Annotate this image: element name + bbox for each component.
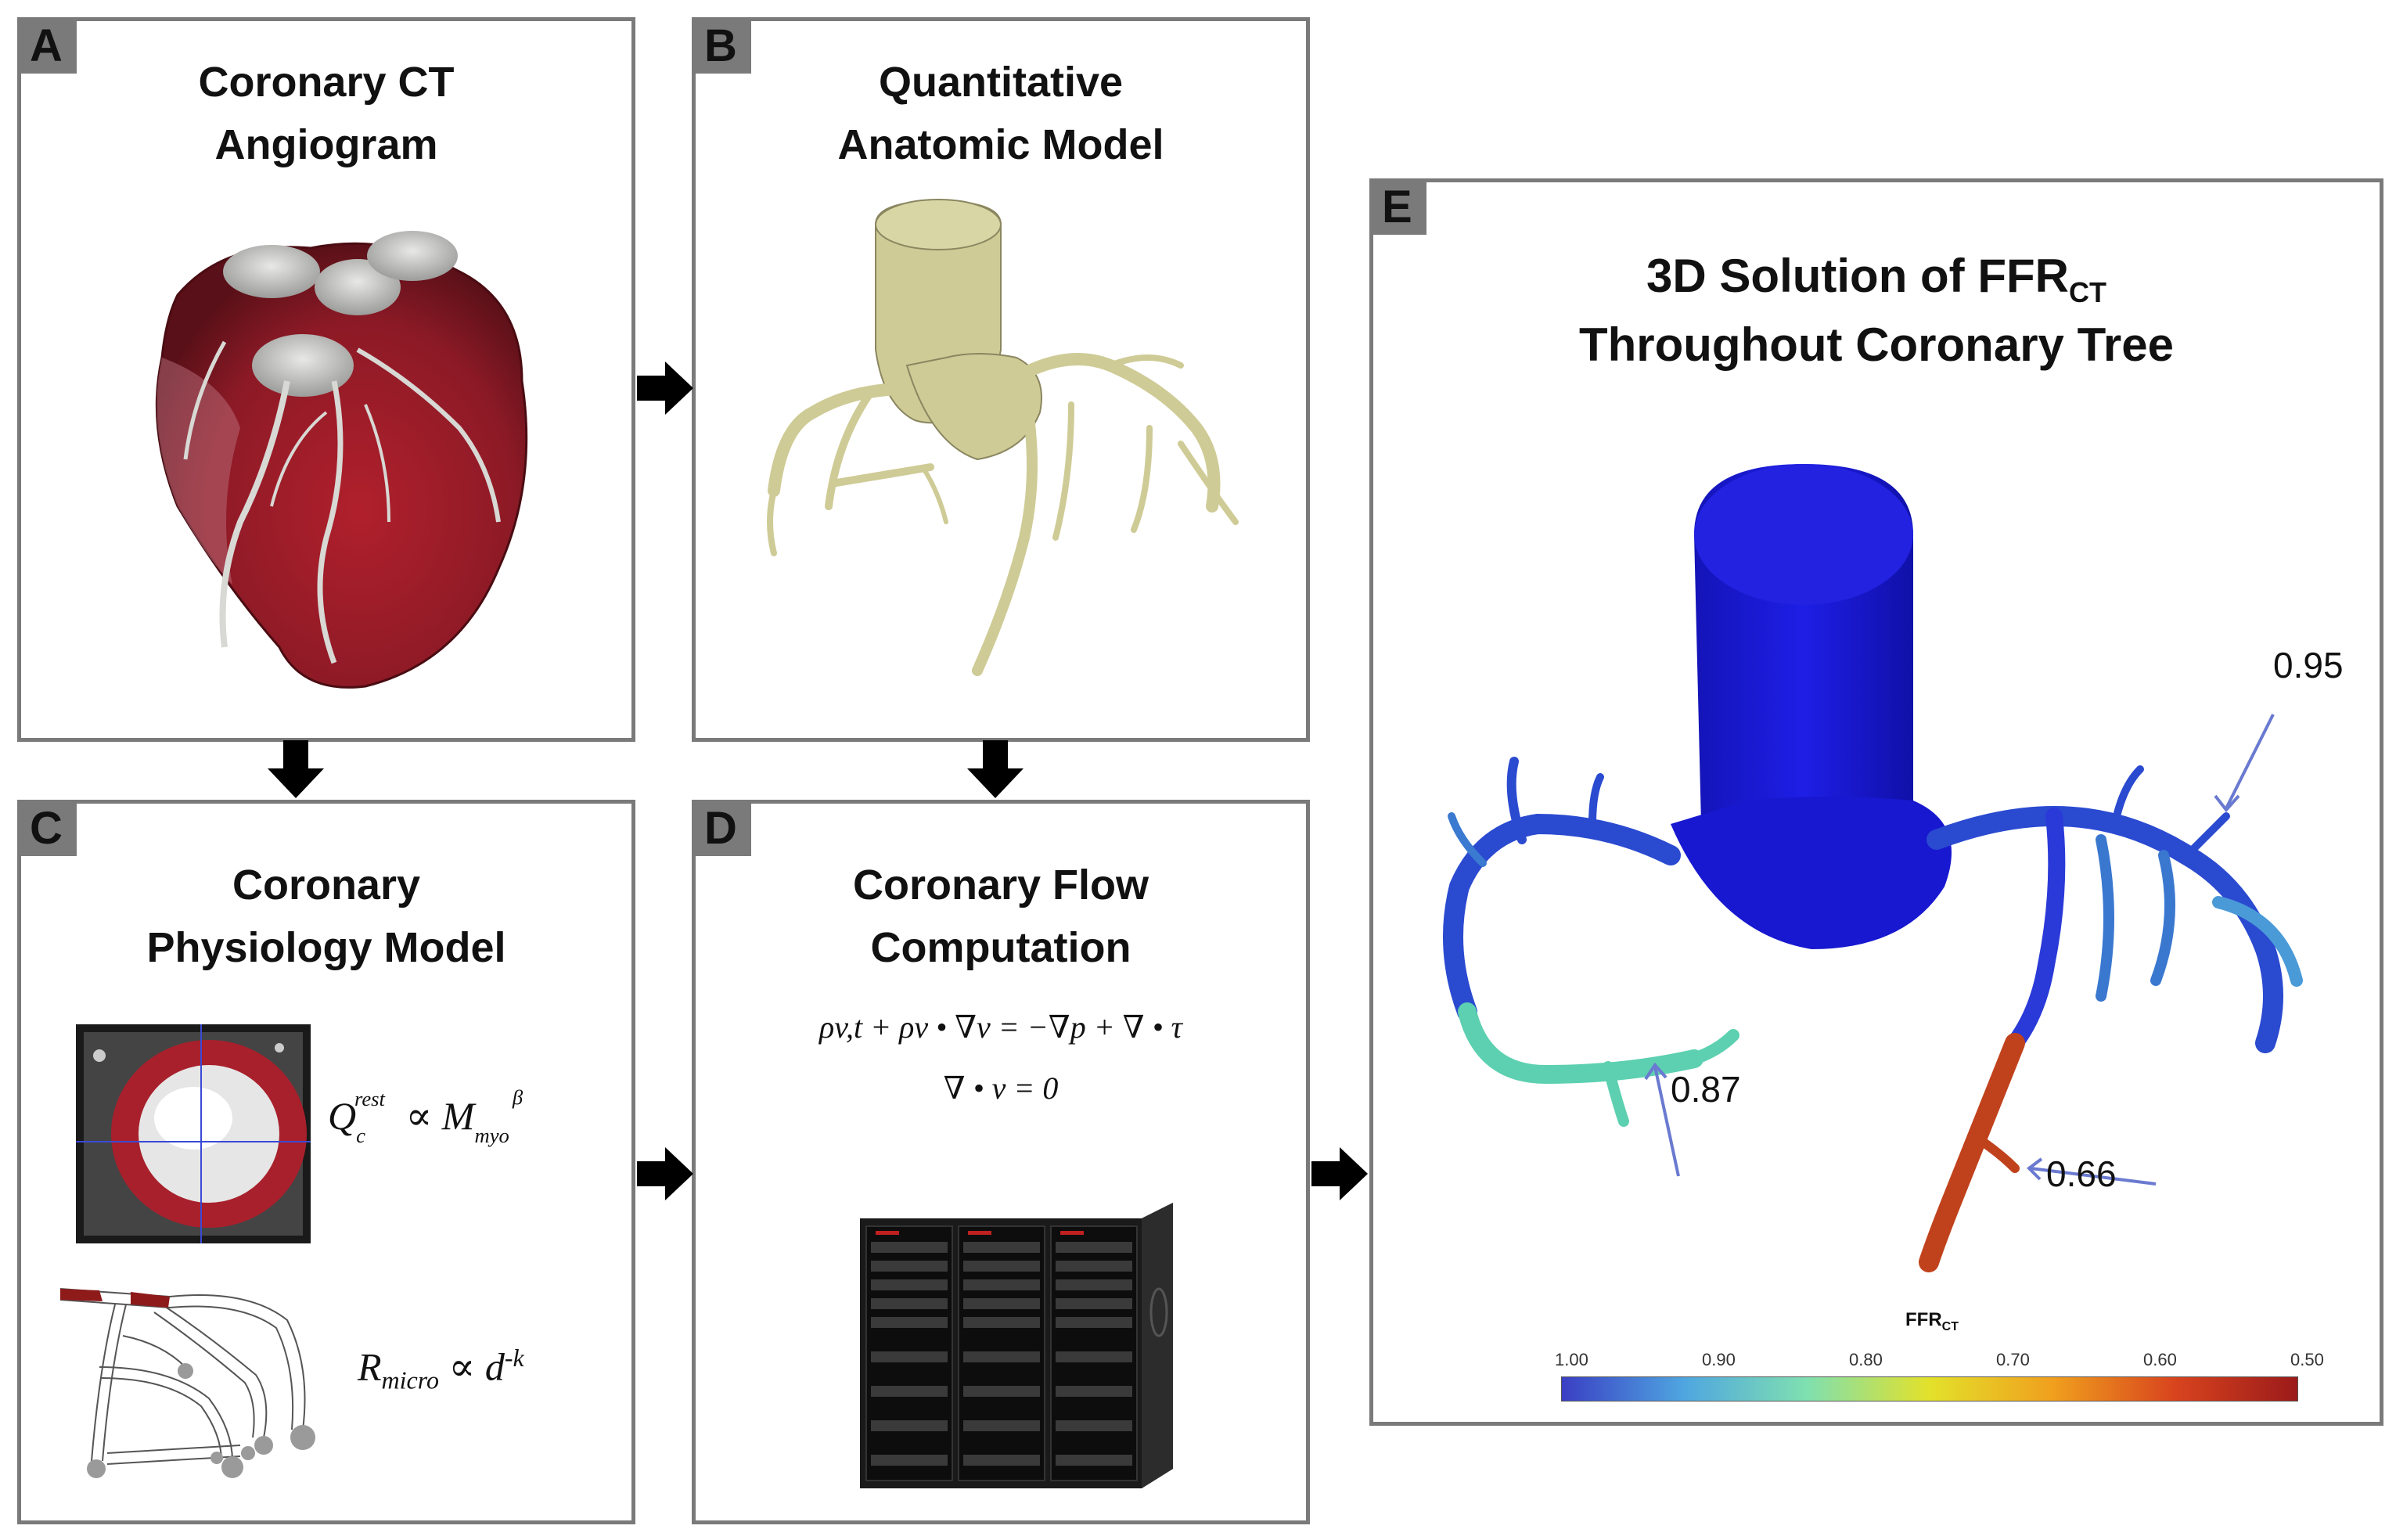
continuity-equation: ∇ • v = 0	[943, 1070, 1059, 1106]
res-r: R	[358, 1344, 382, 1389]
panel-e-title-sub: CT	[2068, 276, 2106, 308]
momentum-equation: ρv,t + ρv • ∇v = −∇p + ∇ • τ	[819, 1009, 1182, 1045]
ffr-callout-066: 0.66	[2046, 1153, 2117, 1194]
heart-ct-image	[155, 231, 528, 689]
colorbar-ticks: 1.00 0.90 0.80 0.70 0.60 0.50	[1555, 1350, 2324, 1373]
panel-b: B Quantitative Anatomic Model	[692, 17, 1310, 742]
res-d-sup: -k	[504, 1344, 524, 1372]
colorbar-tick-label: 0.60	[2143, 1350, 2177, 1369]
ffr-callout-095: 0.95	[2273, 645, 2344, 685]
panel-d: D Coronary Flow Computation ρv,t + ρv • …	[692, 800, 1310, 1524]
anatomic-model-image	[767, 199, 1239, 676]
arrow-c-to-d	[637, 1147, 693, 1200]
ffr-callout-087: 0.87	[1671, 1069, 1741, 1110]
colorbar-title-sub: CT	[1941, 1319, 1959, 1333]
flow-q: Q	[328, 1094, 357, 1138]
colorbar-title-main: FFR	[1905, 1309, 1942, 1330]
supercomputer-image	[860, 1203, 1173, 1488]
arrow-d-to-e	[1311, 1147, 1368, 1200]
myocardium-mri-image	[76, 1024, 311, 1243]
arrow-a-to-b	[637, 362, 693, 415]
panel-d-title-line2: Computation	[870, 924, 1131, 971]
panel-d-label: D	[692, 800, 751, 856]
flow-m: M	[441, 1094, 475, 1138]
colorbar-tick-label: 0.90	[1702, 1350, 1736, 1369]
flow-m-sup: β	[512, 1085, 523, 1110]
panel-e-label: E	[1369, 178, 1426, 235]
panel-e-title-line2: Throughout Coronary Tree	[1578, 318, 2175, 371]
panel-c: C Coronary Physiology Model Qc rest ∝ Mmy…	[17, 800, 635, 1524]
arrow-b-to-d	[967, 740, 1024, 798]
panel-b-title-line1: Quantitative	[878, 59, 1124, 106]
panel-d-title-line1: Coronary Flow	[852, 862, 1149, 909]
panel-b-label: B	[692, 17, 751, 74]
flow-m-sub: myo	[474, 1124, 509, 1148]
res-r-sub: micro	[381, 1365, 440, 1394]
panel-c-title-line2: Physiology Model	[146, 924, 506, 971]
flow-q-sup: rest	[354, 1087, 385, 1111]
resistance-equation: Rmicro ∝ d-k	[358, 1344, 524, 1395]
res-d: d	[484, 1344, 505, 1389]
panel-a-label: A	[17, 17, 77, 74]
colorbar-tick-label: 1.00	[1555, 1350, 1588, 1369]
panel-e-title-line1: 3D Solution of FFRCT	[1373, 245, 2380, 324]
panel-c-label: C	[17, 800, 77, 856]
panel-a: A Coronary CT Angiogram	[17, 17, 635, 742]
flow-equation: Qc rest ∝ Mmyoβ	[328, 1085, 523, 1147]
flow-q-sub: c	[356, 1124, 365, 1148]
panel-b-title-line2: Anatomic Model	[837, 121, 1164, 168]
colorbar-title: FFRCT	[1905, 1309, 1959, 1334]
panel-e-title-main: 3D Solution of FFR	[1646, 250, 2069, 302]
microvasculature-diagram	[59, 1288, 315, 1478]
res-prop: ∝	[448, 1344, 476, 1389]
panel-c-title-line1: Coronary	[232, 862, 421, 909]
colorbar-tick-label: 0.70	[1996, 1350, 2030, 1369]
panel-a-title-line2: Angiogram	[214, 121, 438, 168]
colorbar-tick-label: 0.80	[1849, 1350, 1883, 1369]
arrow-a-to-c	[268, 740, 324, 798]
panel-a-title-line1: Coronary CT	[198, 59, 455, 106]
colorbar-gradient	[1561, 1376, 2298, 1401]
colorbar-tick-label: 0.50	[2290, 1350, 2324, 1369]
flow-prop: ∝	[405, 1094, 433, 1138]
ffr-coronary-tree	[1443, 464, 2303, 1272]
panel-e: E 3D Solution of FFRCT Throughout Corona…	[1369, 178, 2383, 1426]
